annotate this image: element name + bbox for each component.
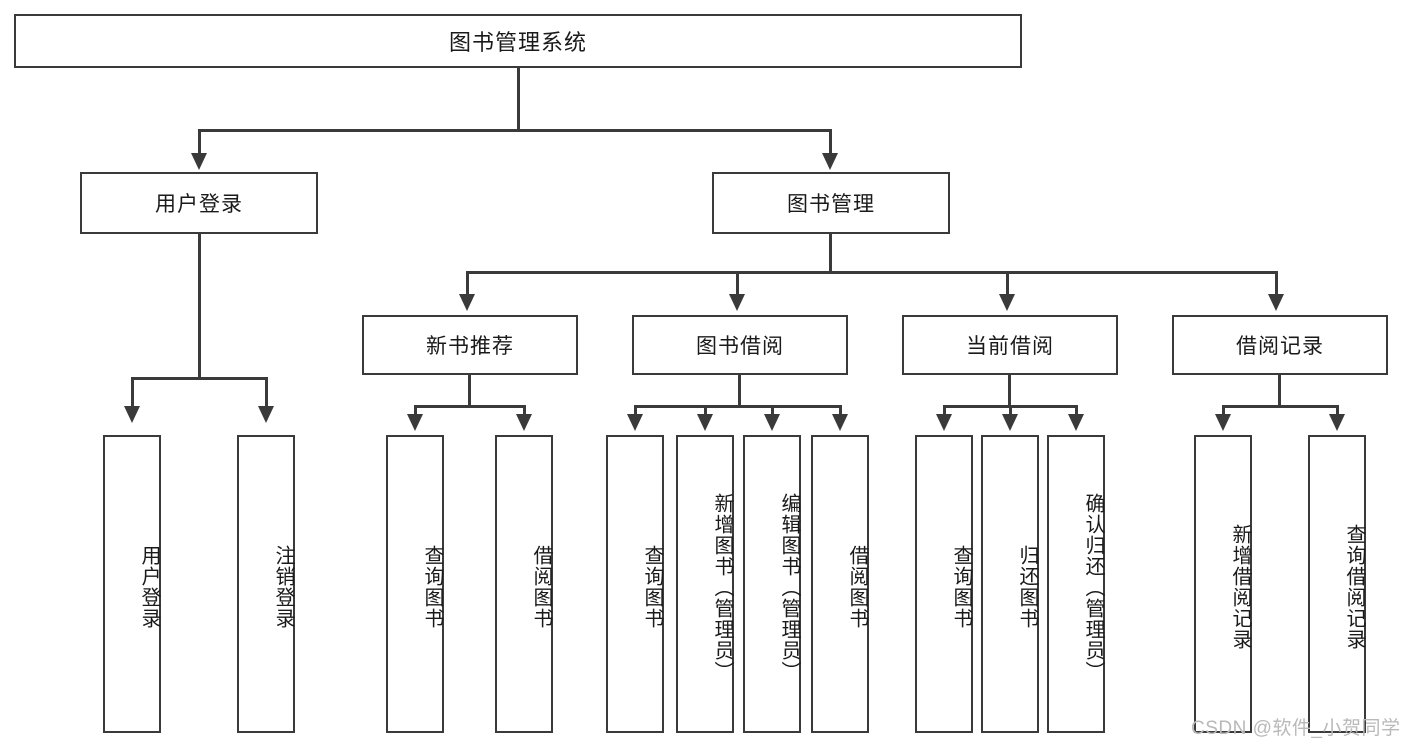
node-label: 新增图书（管理员）: [711, 492, 733, 682]
arrowhead-new-book-leaf-0: [407, 414, 423, 431]
arrowhead-to-borrow-record: [1268, 294, 1284, 311]
connector-current-borrow-stem: [1008, 375, 1011, 407]
connector-root-stem: [517, 68, 520, 130]
node-user-login[interactable]: 用户登录: [80, 172, 318, 234]
leaf-new-book-query-book[interactable]: 查询图书: [386, 435, 444, 733]
node-label: 归还图书: [1016, 545, 1038, 629]
node-label: 查询借阅记录: [1343, 524, 1365, 650]
connector-user-login-stem: [198, 234, 201, 379]
connector-current-borrow-leaf-1: [1009, 405, 1012, 420]
node-label: 图书借阅: [696, 335, 784, 358]
leaf-current-borrow-confirm-return[interactable]: 确认归还（管理员）: [1047, 435, 1105, 733]
node-label: 当前借阅: [966, 335, 1054, 358]
connector-book-borrow-leaf-0: [634, 405, 637, 420]
node-book-borrow[interactable]: 图书借阅: [632, 315, 848, 375]
arrowhead-user-login-leaf-0: [124, 406, 140, 423]
node-label: 用户登录: [138, 545, 160, 629]
connector-book-borrow-leaf-2: [771, 405, 774, 420]
leaf-book-borrow-edit-book[interactable]: 编辑图书（管理员）: [743, 435, 801, 733]
arrowhead-to-book-manage: [822, 153, 838, 170]
csdn-watermark: CSDN @软件_小贺同学: [1191, 718, 1401, 739]
connector-user-login-leaf-0: [131, 377, 134, 410]
connector-user-login-leaf-1: [265, 377, 268, 410]
connector-current-borrow-leaf-0: [943, 405, 946, 420]
arrowhead-current-borrow-leaf-2: [1068, 414, 1084, 431]
arrowhead-book-borrow-leaf-0: [627, 414, 643, 431]
connector-root-bus: [198, 129, 832, 132]
leaf-current-borrow-return-book[interactable]: 归还图书: [981, 435, 1039, 733]
node-label: 确认归还（管理员）: [1082, 492, 1104, 682]
connector-new-book-leaf-0: [414, 405, 417, 420]
node-label: 借阅图书: [530, 545, 552, 629]
connector-user-login-bus: [131, 377, 267, 380]
connector-current-borrow-leaf-2: [1075, 405, 1078, 420]
arrowhead-to-book-borrow: [729, 294, 745, 311]
connector-new-book-stem: [468, 375, 471, 407]
connector-book-manage-to-borrow-record: [1275, 271, 1278, 297]
leaf-borrow-record-add-record[interactable]: 新增借阅记录: [1194, 435, 1252, 733]
connector-root-to-book-manage: [829, 129, 832, 157]
node-label: 新增借阅记录: [1229, 524, 1251, 650]
arrowhead-book-borrow-leaf-2: [764, 414, 780, 431]
arrowhead-user-login-leaf-1: [258, 406, 274, 423]
node-label: 用户登录: [155, 193, 243, 216]
connector-book-borrow-bus: [634, 405, 842, 408]
connector-book-borrow-leaf-3: [839, 405, 842, 420]
leaf-book-borrow-query-book[interactable]: 查询图书: [606, 435, 664, 733]
arrowhead-book-borrow-leaf-1: [697, 414, 713, 431]
connector-book-manage-bus: [466, 271, 1278, 274]
arrowhead-to-new-book-recommend: [459, 294, 475, 311]
connector-book-borrow-leaf-1: [704, 405, 707, 420]
connector-borrow-record-bus: [1222, 405, 1338, 408]
connector-borrow-record-leaf-0: [1222, 405, 1225, 420]
leaf-borrow-record-query-record[interactable]: 查询借阅记录: [1308, 435, 1366, 733]
leaf-book-borrow-add-book[interactable]: 新增图书（管理员）: [676, 435, 734, 733]
node-label: 查询图书: [950, 545, 972, 629]
node-label: 查询图书: [421, 545, 443, 629]
node-label: 查询图书: [641, 545, 663, 629]
connector-book-manage-stem: [829, 234, 832, 273]
node-label: 新书推荐: [426, 335, 514, 358]
leaf-book-borrow-borrow-book[interactable]: 借阅图书: [811, 435, 869, 733]
arrowhead-new-book-leaf-1: [516, 414, 532, 431]
leaf-user-login-login[interactable]: 用户登录: [103, 435, 161, 733]
connector-new-book-leaf-1: [523, 405, 526, 420]
node-label: 借阅图书: [846, 545, 868, 629]
arrowhead-current-borrow-leaf-1: [1002, 414, 1018, 431]
arrowhead-to-user-login: [191, 153, 207, 170]
node-root-system[interactable]: 图书管理系统: [14, 14, 1022, 68]
node-borrow-record[interactable]: 借阅记录: [1172, 315, 1388, 375]
arrowhead-borrow-record-leaf-1: [1329, 414, 1345, 431]
connector-new-book-bus: [414, 405, 526, 408]
arrowhead-current-borrow-leaf-0: [936, 414, 952, 431]
arrowhead-book-borrow-leaf-3: [832, 414, 848, 431]
leaf-new-book-borrow-book[interactable]: 借阅图书: [495, 435, 553, 733]
connector-root-to-user-login: [198, 129, 201, 157]
connector-borrow-record-leaf-1: [1336, 405, 1339, 420]
leaf-user-login-logout[interactable]: 注销登录: [237, 435, 295, 733]
arrowhead-to-current-borrow: [999, 294, 1015, 311]
node-label: 图书管理: [787, 193, 875, 216]
connector-book-manage-to-book-borrow: [736, 271, 739, 297]
connector-borrow-record-stem: [1278, 375, 1281, 407]
arrowhead-borrow-record-leaf-0: [1215, 414, 1231, 431]
node-label: 图书管理系统: [448, 30, 587, 55]
leaf-current-borrow-query-book[interactable]: 查询图书: [915, 435, 973, 733]
node-label: 注销登录: [272, 545, 294, 629]
node-current-borrow[interactable]: 当前借阅: [902, 315, 1118, 375]
node-label: 借阅记录: [1236, 335, 1324, 358]
node-label: 编辑图书（管理员）: [778, 492, 800, 682]
node-book-management[interactable]: 图书管理: [712, 172, 950, 234]
connector-book-manage-to-current-borrow: [1006, 271, 1009, 297]
connector-book-borrow-stem: [738, 375, 741, 407]
connector-book-manage-to-new-book: [466, 271, 469, 297]
node-new-book-recommend[interactable]: 新书推荐: [362, 315, 578, 375]
